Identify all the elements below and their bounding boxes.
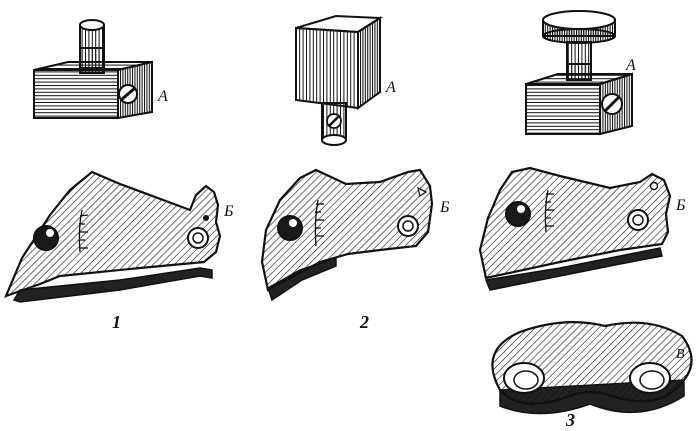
label-a-1: А xyxy=(157,88,168,105)
prism-side-2 xyxy=(357,16,381,110)
knob-stem-base-3 xyxy=(566,63,592,81)
hole-small-inner-3 xyxy=(632,214,644,226)
hole-small-inner-2 xyxy=(402,220,414,232)
label-a-3: А xyxy=(625,57,636,74)
label-b-3: Б xyxy=(675,197,686,214)
triangle-mark-2 xyxy=(417,186,428,198)
hole-small-inner-1 xyxy=(192,232,204,244)
knob-top-3 xyxy=(542,10,616,30)
figure-number-1: 1 xyxy=(112,312,121,332)
screw-slot-2 xyxy=(328,115,340,127)
lever-body-3 xyxy=(478,166,672,280)
pin-base-1 xyxy=(79,47,105,69)
stem-bottom-2 xyxy=(321,134,347,146)
scale-marks-3 xyxy=(544,189,554,233)
part-lever-1: Б xyxy=(4,170,234,303)
screw-slot-3 xyxy=(603,95,621,113)
label-v: В xyxy=(676,347,685,362)
scale-marks-1 xyxy=(78,209,89,253)
label-b-2: Б xyxy=(439,199,450,216)
lever-body-2 xyxy=(260,168,434,292)
hole-large-1 xyxy=(33,225,59,251)
hole-highlight-1 xyxy=(46,229,54,237)
part-lever-3: Б xyxy=(478,166,686,291)
hole-large-2 xyxy=(277,215,303,241)
plate-hole-right-inner xyxy=(639,370,665,390)
lever-edge-3 xyxy=(484,247,663,291)
lever-body-1 xyxy=(4,170,222,298)
figure-number-2: 2 xyxy=(359,312,369,332)
part-a-1: А xyxy=(33,19,168,120)
lever-edge-1 xyxy=(12,267,213,303)
pin-top-1 xyxy=(79,19,105,31)
scale-marks-2 xyxy=(314,199,324,247)
part-lever-2: Б xyxy=(260,168,450,302)
part-a-2: А xyxy=(295,14,396,146)
figure-number-3: 3 xyxy=(565,410,575,430)
hole-highlight-3 xyxy=(517,205,525,213)
knob-bottom-3 xyxy=(542,28,616,44)
plate-hole-left-inner xyxy=(513,370,539,390)
screw-slot-1 xyxy=(120,86,136,102)
block-front-3 xyxy=(525,83,601,135)
dot-1 xyxy=(203,215,209,221)
hole-large-3 xyxy=(505,201,531,227)
part-a-3: А xyxy=(525,10,636,136)
prism-front-2 xyxy=(295,26,359,110)
label-a-2: А xyxy=(385,79,396,96)
block-front-1 xyxy=(33,69,119,119)
hole-highlight-2 xyxy=(289,219,297,227)
part-kidney-plate: В xyxy=(491,321,693,415)
tip-hole-3 xyxy=(649,181,659,191)
label-b-1: Б xyxy=(223,203,234,220)
